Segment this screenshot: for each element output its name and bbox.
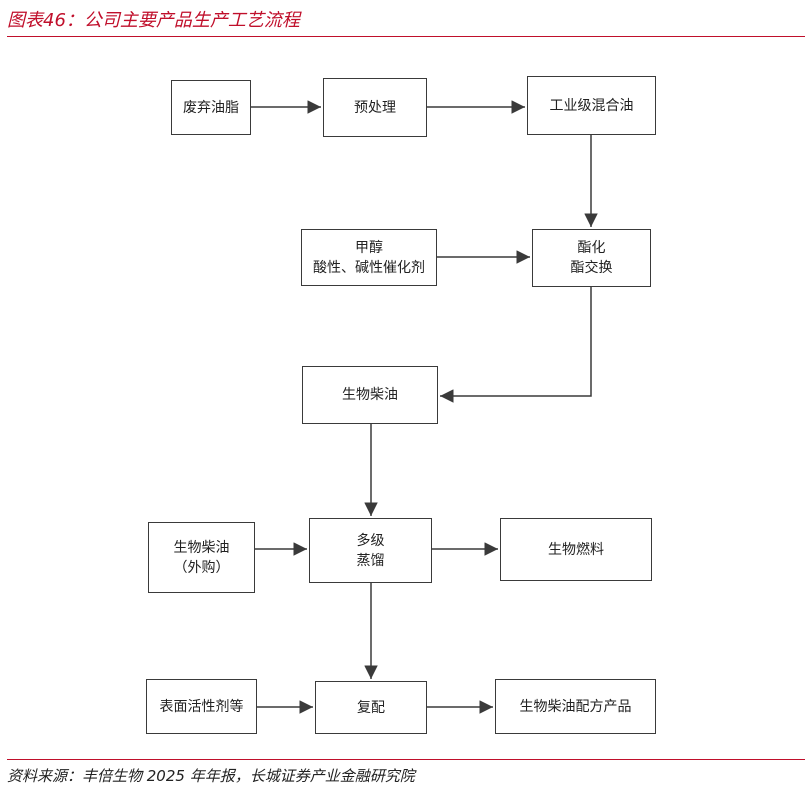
node-bio-fuel-label: 生物燃料	[548, 541, 604, 558]
node-esterification-line-1: 酯化	[577, 240, 606, 256]
node-pretreatment-label: 预处理	[354, 99, 396, 116]
source-note: 资料来源：丰倍生物 2025 年年报，长城证券产业金融研究院	[7, 767, 415, 785]
node-methanol-catalyst: 甲醇 酸性、碱性催化剂	[301, 229, 437, 286]
node-surfactant-label: 表面活性剂等	[159, 698, 244, 715]
node-blended-product-label: 生物柴油配方产品	[519, 698, 632, 715]
node-purchased-biodiesel-line-1: 生物柴油	[173, 539, 230, 556]
node-blending: 复配	[315, 681, 427, 734]
node-esterification-line-2: 酯交换	[570, 260, 613, 276]
node-methanol-catalyst-line-1: 甲醇	[355, 239, 383, 256]
node-methanol-catalyst-line-2: 酸性、碱性催化剂	[313, 259, 425, 276]
node-esterification: 酯化 酯交换	[532, 229, 651, 287]
node-distillation: 多级 蒸馏	[309, 518, 432, 583]
node-pretreatment: 预处理	[323, 78, 427, 137]
node-bio-fuel: 生物燃料	[500, 518, 652, 581]
node-waste-oil: 废弃油脂	[171, 80, 251, 135]
node-distillation-line-1: 多级	[356, 532, 385, 549]
node-waste-oil-label: 废弃油脂	[183, 99, 239, 116]
arrow-esterification-to-biodiesel	[440, 287, 592, 403]
source-rule	[7, 759, 805, 760]
node-distillation-line-2: 蒸馏	[356, 552, 385, 569]
node-purchased-biodiesel: 生物柴油 （外购）	[148, 522, 255, 593]
node-industrial-mixed-oil-label: 工业级混合油	[549, 97, 634, 114]
node-purchased-biodiesel-line-2: （外购）	[173, 559, 230, 576]
node-industrial-mixed-oil: 工业级混合油	[527, 76, 656, 135]
node-biodiesel: 生物柴油	[302, 366, 438, 424]
figure-title: 图表46：公司主要产品生产工艺流程	[7, 10, 300, 31]
title-rule	[7, 36, 805, 37]
node-surfactant: 表面活性剂等	[146, 679, 257, 734]
node-blending-label: 复配	[357, 699, 385, 716]
node-blended-product: 生物柴油配方产品	[495, 679, 656, 734]
node-biodiesel-label: 生物柴油	[342, 387, 398, 403]
